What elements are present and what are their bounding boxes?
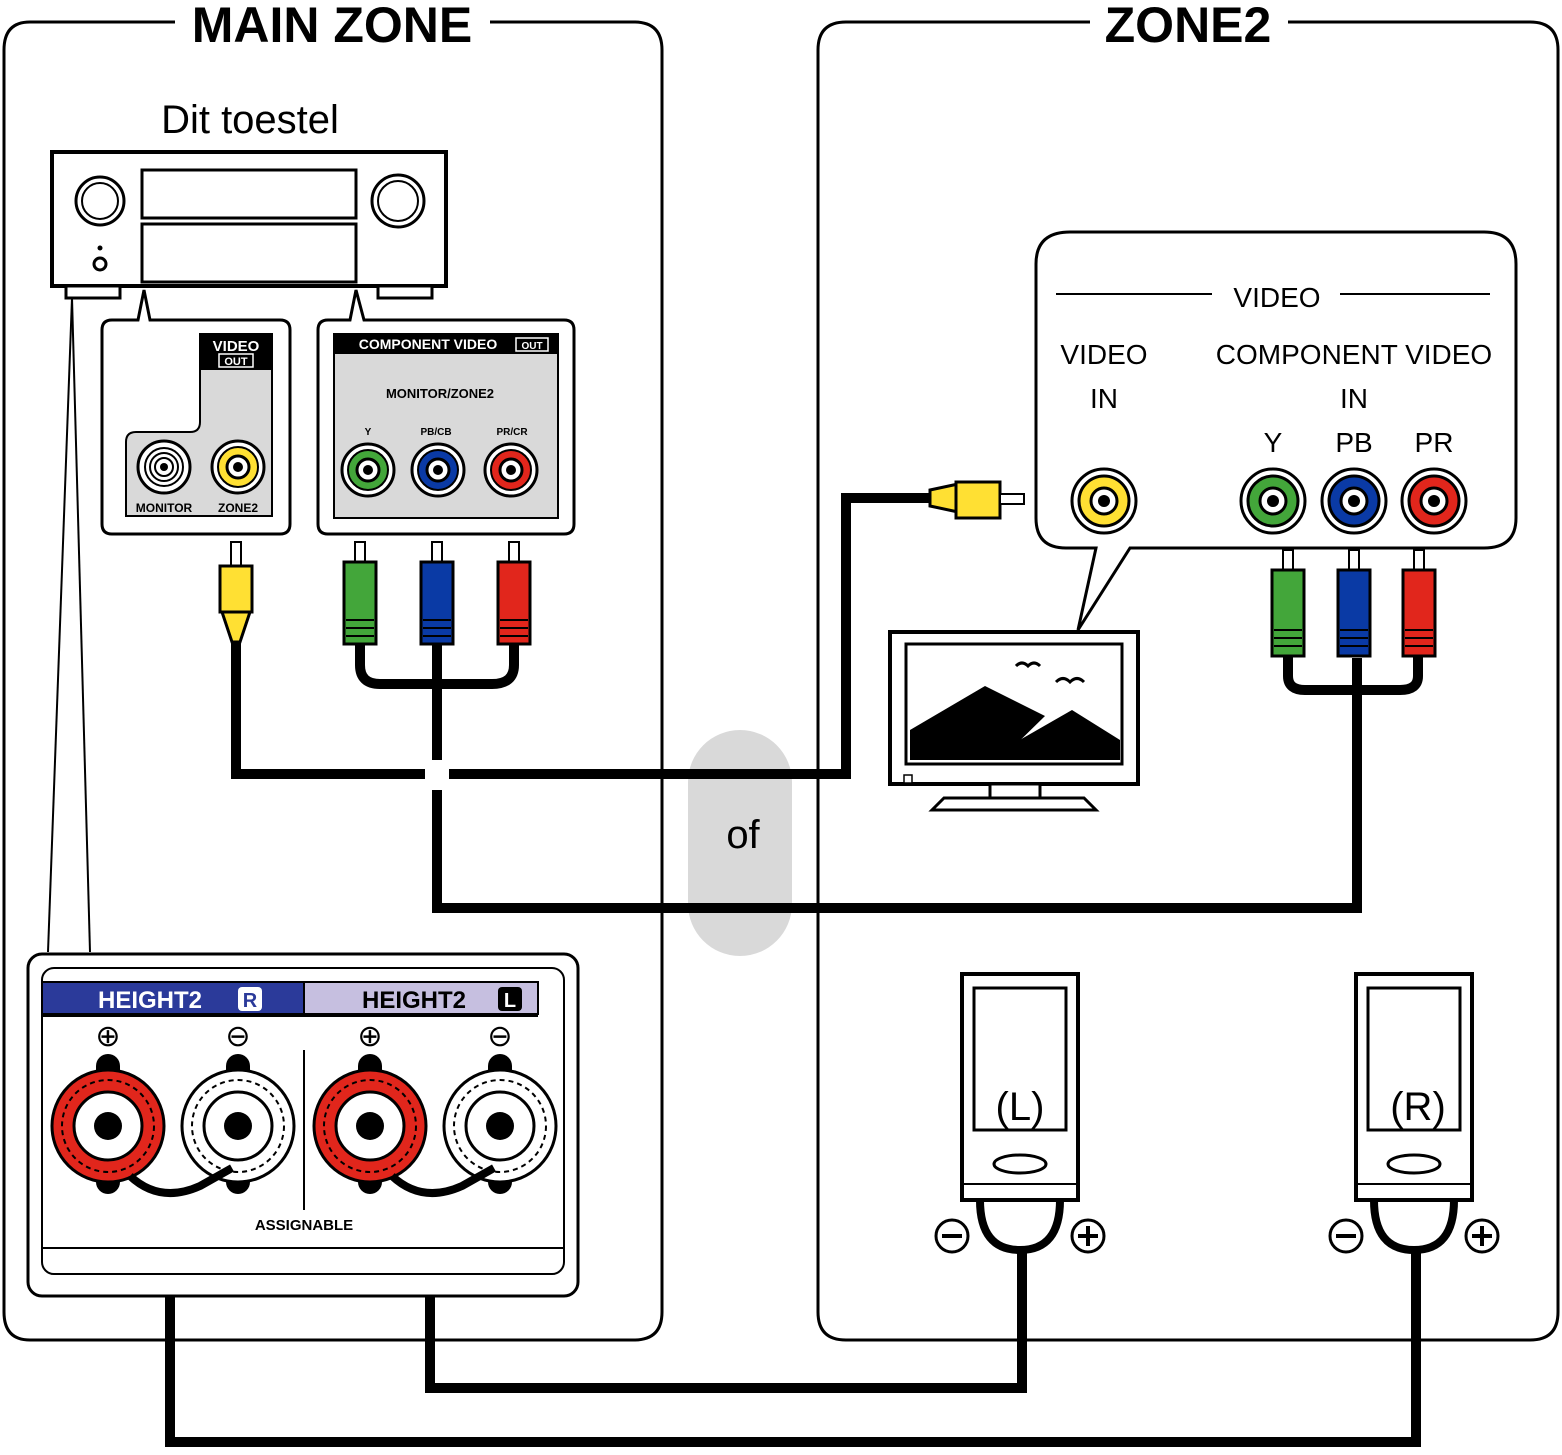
zone2-frame xyxy=(816,20,1560,1342)
tv-video-in-jack-icon xyxy=(1070,467,1138,535)
terminal-l-plus-icon xyxy=(312,1054,428,1194)
height2-right-letter: R xyxy=(243,990,258,1012)
receiver-device: Dit toestel xyxy=(50,98,448,300)
component-out-title: COMPONENT VIDEO xyxy=(359,336,498,352)
component-bundle-main xyxy=(355,640,1362,913)
component-plug-pr-tv-icon xyxy=(1401,549,1437,658)
zone2-title: ZONE2 xyxy=(1105,0,1272,53)
zone2-speaker-left-icon xyxy=(934,972,1106,1255)
tv-video-in-line1: VIDEO xyxy=(1060,339,1147,370)
tv-component-y-jack-icon xyxy=(1239,467,1307,535)
terminal-r-minus-icon xyxy=(180,1054,296,1194)
jack-label-pb: PB/CB xyxy=(420,427,451,438)
monitor-jack-icon xyxy=(136,439,192,495)
tv-icon xyxy=(888,630,1140,812)
component-out-panel: COMPONENT VIDEO OUT MONITOR/ZONE2 Y PB/C… xyxy=(316,289,576,536)
tv-component-line2: IN xyxy=(1340,383,1368,414)
tv-jack-label-y: Y xyxy=(1264,427,1283,458)
component-plug-y-main-icon xyxy=(342,541,378,646)
zone2-speaker-left-label: (L) xyxy=(996,1085,1045,1129)
composite-plug-tv-icon xyxy=(928,480,1025,520)
tv-jack-label-pr: PR xyxy=(1415,427,1454,458)
height2-left-letter: L xyxy=(504,990,516,1012)
composite-cable xyxy=(231,493,930,779)
assignable-label: ASSIGNABLE xyxy=(255,1217,353,1234)
zone2-speaker-right-icon xyxy=(1328,972,1500,1255)
tv-component-pb-jack-icon xyxy=(1320,467,1388,535)
power-button-icon xyxy=(92,256,108,272)
terminal-l-minus-icon xyxy=(442,1054,558,1194)
component-bundle-zone2 xyxy=(1283,656,1423,695)
terminal-plus-l: ⊕ xyxy=(357,1020,382,1053)
component-out-subtitle: MONITOR/ZONE2 xyxy=(386,386,494,401)
composite-plug-main-icon xyxy=(218,541,254,644)
tv-jack-label-pb: PB xyxy=(1335,427,1372,458)
component-plug-pb-tv-icon xyxy=(1336,549,1372,658)
jack-label-pr: PR/CR xyxy=(496,427,528,438)
component-plug-y-tv-icon xyxy=(1270,549,1306,658)
jack-label-y: Y xyxy=(365,427,372,438)
tv-group-title: VIDEO xyxy=(1233,282,1320,313)
terminal-r-plus-icon xyxy=(50,1054,166,1194)
speaker-terminal-panel: HEIGHT2 R HEIGHT2 L ⊕ ⊖ ⊕ ⊖ ASSIGNABLE xyxy=(26,952,580,1298)
main-zone-frame xyxy=(2,20,664,1342)
height2-left-header: HEIGHT2 xyxy=(362,987,466,1014)
component-plug-pr-main-icon xyxy=(496,541,532,646)
separator-label: of xyxy=(726,813,760,857)
zone2-video-jack-icon xyxy=(210,439,266,495)
tv-video-in-line2: IN xyxy=(1090,383,1118,414)
jack-label-zone2: ZONE2 xyxy=(218,501,258,515)
terminal-plus-r: ⊕ xyxy=(95,1020,120,1053)
tv-input-panel: VIDEO VIDEO IN COMPONENT VIDEO IN Y PB P… xyxy=(1034,230,1518,631)
height2-right-header: HEIGHT2 xyxy=(98,987,202,1014)
video-out-title: VIDEO xyxy=(213,338,260,355)
video-out-panel: VIDEO OUT MONITOR ZONE2 xyxy=(100,289,292,536)
component-pr-jack-icon xyxy=(483,442,539,498)
zone2-speaker-right-label: (R) xyxy=(1390,1085,1446,1129)
component-y-jack-icon xyxy=(340,442,396,498)
video-out-badge: OUT xyxy=(224,356,248,368)
terminal-minus-r: ⊖ xyxy=(225,1020,250,1053)
jack-label-monitor: MONITOR xyxy=(136,501,193,515)
component-out-badge: OUT xyxy=(521,341,542,352)
main-zone-title: MAIN ZONE xyxy=(192,0,473,53)
component-plug-pb-main-icon xyxy=(419,541,455,646)
separator-pill xyxy=(688,730,792,956)
tv-component-pr-jack-icon xyxy=(1400,467,1468,535)
terminal-minus-l: ⊖ xyxy=(487,1020,512,1053)
tv-component-line1: COMPONENT VIDEO xyxy=(1216,339,1492,370)
speaker-cable-right xyxy=(165,1195,1421,1447)
component-pb-jack-icon xyxy=(410,442,466,498)
device-label: Dit toestel xyxy=(161,98,339,142)
